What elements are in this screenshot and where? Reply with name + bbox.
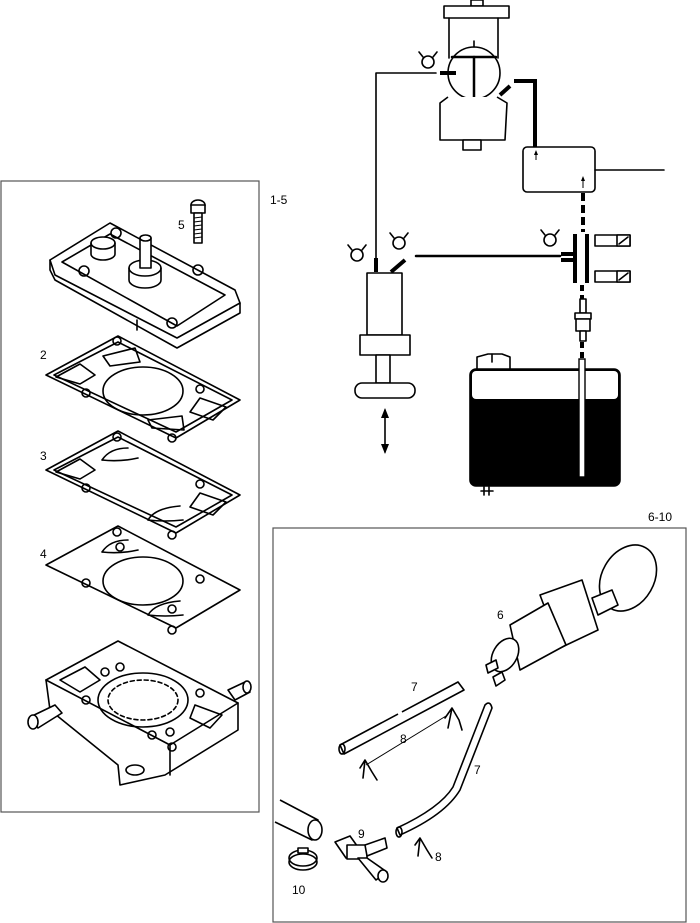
callout-8: 8 bbox=[400, 732, 407, 746]
valve-gasket bbox=[45, 430, 241, 540]
heater-unit bbox=[522, 146, 665, 193]
fuel-hose-bent bbox=[395, 702, 493, 838]
diaphragm bbox=[45, 525, 241, 635]
callout-8b: 8 bbox=[435, 850, 442, 864]
panel-frame-left bbox=[0, 180, 260, 813]
callout-9: 9 bbox=[358, 827, 365, 841]
callout-7: 7 bbox=[411, 680, 418, 694]
t-connector bbox=[334, 835, 389, 883]
pump-cover bbox=[49, 222, 241, 349]
hose-clip-symbol bbox=[418, 51, 438, 69]
large-hose bbox=[274, 799, 323, 841]
primer-pump-symbol bbox=[354, 258, 416, 454]
hose-clip-pair bbox=[359, 707, 463, 781]
hose-clip-symbol bbox=[389, 232, 409, 250]
t-fitting-symbol bbox=[561, 234, 589, 283]
gasket bbox=[45, 335, 241, 443]
fuel-line-supply bbox=[514, 79, 537, 148]
hose-clamp bbox=[288, 847, 318, 871]
screw bbox=[190, 199, 206, 244]
fuel-hose-straight bbox=[338, 681, 465, 755]
pump-body bbox=[27, 640, 252, 786]
panel-frame-right bbox=[272, 527, 687, 923]
shut-off-valve bbox=[594, 234, 631, 247]
panel-caption-left: 1-5 bbox=[270, 193, 288, 207]
panel-caption-right: 6-10 bbox=[648, 510, 672, 524]
carburetor bbox=[439, 0, 512, 151]
fuel-tank bbox=[469, 353, 621, 496]
callout-6: 6 bbox=[497, 608, 504, 622]
primer-pump bbox=[485, 544, 658, 687]
fuel-system-schematic bbox=[347, 0, 665, 496]
fuel-line-return bbox=[375, 72, 437, 259]
callout-2: 2 bbox=[40, 348, 47, 362]
hose-clip-symbol bbox=[540, 229, 560, 247]
callout-3: 3 bbox=[40, 449, 47, 463]
shut-off-valve bbox=[594, 270, 631, 283]
fuel-filter-symbol bbox=[574, 298, 592, 342]
callout-7b: 7 bbox=[474, 763, 481, 777]
hose-clip bbox=[414, 837, 433, 859]
callout-5: 5 bbox=[178, 218, 185, 232]
callout-10: 10 bbox=[292, 883, 306, 897]
callout-4: 4 bbox=[40, 547, 47, 561]
hose-clip-symbol bbox=[347, 244, 367, 262]
